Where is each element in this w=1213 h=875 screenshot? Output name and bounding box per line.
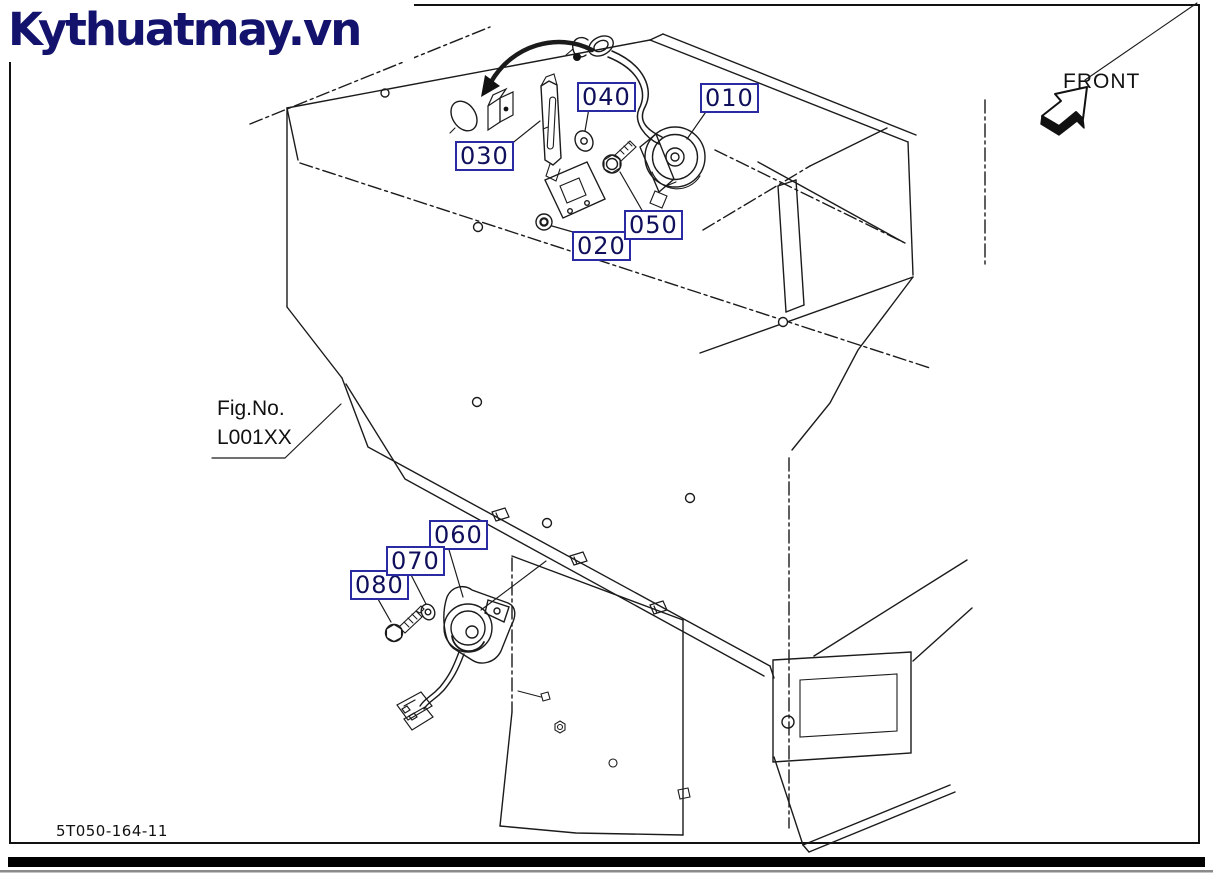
front-direction-label: FRONT — [1063, 70, 1141, 93]
oval-pad — [449, 100, 478, 134]
clip-bracket — [487, 87, 514, 132]
figure-number-line2: L001XX — [217, 426, 292, 449]
body-hole — [472, 221, 484, 233]
horn-top-connector — [565, 35, 614, 61]
part-label-050[interactable]: 050 — [624, 210, 683, 240]
part-label-020[interactable]: 020 — [572, 231, 631, 261]
body-hole — [380, 88, 390, 98]
figure-note-leader — [211, 403, 342, 459]
part-label-080[interactable]: 070 — [386, 546, 445, 576]
lower-panel — [499, 555, 691, 836]
page-border — [0, 4, 1213, 873]
horn-cable — [611, 50, 663, 138]
body-hole — [471, 396, 483, 408]
buzzer-assembly — [384, 560, 547, 731]
part-bolt-070 — [384, 605, 425, 643]
part-grommet-020 — [535, 213, 553, 231]
part-washer-080 — [420, 603, 436, 621]
drawing-number: 5T050-164-11 — [56, 822, 168, 840]
mount-plate — [544, 161, 606, 219]
part-buzzer-060 — [443, 585, 516, 664]
part-bracket-030 — [540, 73, 562, 182]
figure-number-note: Fig.No. L001XX — [217, 394, 292, 452]
window-strut — [777, 179, 805, 313]
bottom-bracket — [772, 651, 912, 763]
part-washer-040 — [574, 130, 594, 152]
figure-number-line1: Fig.No. — [217, 397, 285, 420]
part-label-010[interactable]: 010 — [700, 83, 759, 113]
front-arrow-icon — [1040, 86, 1088, 136]
body-hole — [684, 492, 696, 504]
site-watermark[interactable]: Kythuatmay.vn — [0, 0, 414, 62]
buzzer-cable — [419, 651, 460, 707]
part-label-030[interactable]: 030 — [455, 141, 514, 171]
edge-clips — [491, 507, 668, 615]
part-label-040[interactable]: 040 — [577, 82, 636, 112]
rotate-arrow-icon — [481, 39, 595, 97]
footer-black-bar — [8, 857, 1205, 867]
horn-assembly — [449, 35, 706, 231]
buzzer-connector — [396, 691, 434, 731]
part-bolt-050 — [602, 140, 637, 174]
machine-body-outline — [249, 2, 1198, 853]
part-label-060[interactable]: 060 — [429, 520, 488, 550]
part-horn-010 — [639, 126, 706, 209]
footer-gray-rule — [0, 870, 1213, 873]
body-hole — [541, 517, 553, 529]
